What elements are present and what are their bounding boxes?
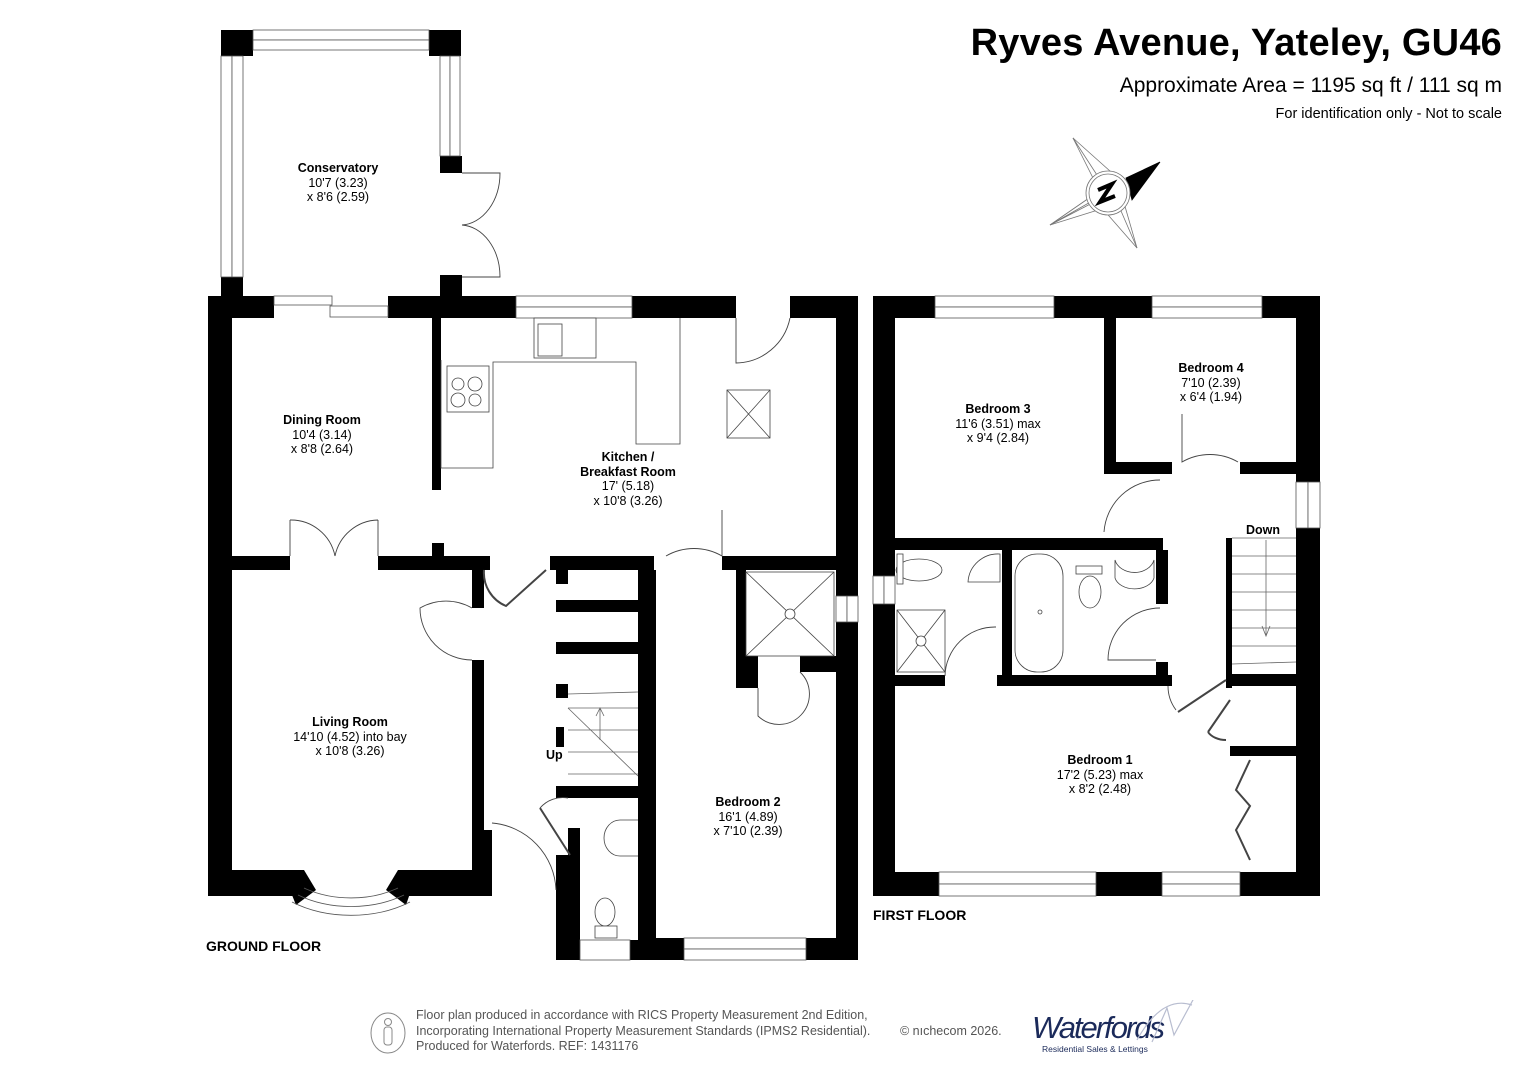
room-bedroom-3: Bedroom 3 11'6 (3.51) max x 9'4 (2.84) (955, 402, 1041, 445)
first-floor-windows (872, 295, 1321, 897)
first-floor-label: FIRST FLOOR (873, 907, 967, 923)
approximate-area: Approximate Area = 1195 sq ft / 111 sq m (1119, 74, 1502, 97)
room-kitchen-breakfast: Kitchen / Breakfast Room 17' (5.18) x 10… (580, 450, 676, 508)
bathroom-fittings (895, 553, 1155, 673)
disclaimer: For identification only - Not to scale (1275, 106, 1502, 122)
ground-floor-stairs (567, 691, 639, 777)
brand-w-swoosh-icon (1136, 1000, 1194, 1043)
stairs-down-label: Down (1246, 523, 1281, 537)
room-bedroom-4: Bedroom 4 7'10 (2.39) x 6'4 (1.94) (1178, 361, 1244, 404)
person-info-icon (370, 1012, 406, 1054)
room-bedroom-1: Bedroom 1 17'2 (5.23) max x 8'2 (2.48) (1056, 753, 1144, 796)
stairs-up-label: Up (546, 748, 563, 762)
brand-tagline: Residential Sales & Lettings (1042, 1044, 1148, 1054)
north-arrow-compass-icon (1049, 137, 1161, 249)
kitchen-fittings (440, 317, 835, 939)
first-floor-doors (944, 414, 1252, 861)
first-floor-stairs (1231, 537, 1297, 665)
room-dining-room: Dining Room 10'4 (3.14) x 8'8 (2.64) (283, 413, 361, 456)
brand-name: Waterfords (1032, 1010, 1165, 1045)
room-bedroom-2: Bedroom 2 16'1 (4.89) x 7'10 (2.39) (713, 795, 783, 838)
room-living-room: Living Room 14'10 (4.52) into bay x 10'8… (293, 715, 407, 758)
ground-floor-label: GROUND FLOOR (206, 938, 322, 954)
property-title: Ryves Avenue, Yateley, GU46 (970, 22, 1502, 64)
ground-floor-windows (220, 29, 859, 961)
room-conservatory: Conservatory 10'7 (3.23) x 8'6 (2.59) (297, 161, 379, 204)
footer-text: Floor plan produced in accordance with R… (416, 1008, 871, 1053)
ground-floor-doors (289, 172, 810, 891)
copyright: © nıchecom 2026. (900, 1024, 1002, 1038)
first-floor-walls (873, 296, 1320, 896)
brand-logo: Waterfords Residential Sales & Lettings (1032, 1000, 1194, 1054)
